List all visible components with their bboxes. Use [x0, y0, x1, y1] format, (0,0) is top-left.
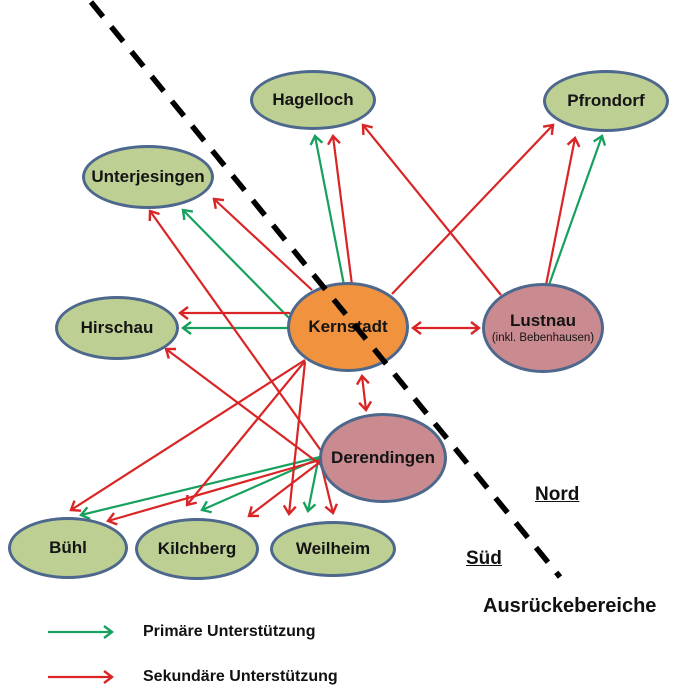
edge-kernstadt-unterjesingen-secondary — [212, 197, 313, 291]
node-hirschau: Hirschau — [55, 296, 179, 360]
node-kernstadt: Kernstadt — [287, 282, 409, 372]
edge-kernstadt-hagelloch-secondary — [327, 134, 354, 286]
node-derendingen: Derendingen — [319, 413, 447, 503]
node-weilheim-label: Weilheim — [295, 539, 371, 559]
node-weilheim: Weilheim — [270, 521, 396, 577]
zone-label-sued: Süd — [466, 548, 502, 569]
edge-kernstadt-hagelloch-primary — [309, 134, 346, 286]
legend-label-primary: Primäre Unterstützung — [143, 623, 316, 640]
edge-derendingen-buehl-primary — [79, 455, 321, 521]
edge-lustnau-pfrondorf-secondary — [544, 136, 581, 286]
node-kilchberg-label: Kilchberg — [157, 539, 237, 559]
zone-label-nord: Nord — [535, 484, 580, 505]
edge-derendingen-hirschau-secondary — [164, 347, 322, 466]
edge-kernstadt-kilchberg-secondary — [185, 360, 306, 507]
edge-kernstadt-buehl-secondary — [69, 359, 306, 512]
edge-kernstadt-derendingen-secondary — [355, 374, 373, 412]
node-lustnau-label: Lustnau — [509, 311, 577, 331]
legend-label-secondary: Sekundäre Unterstützung — [143, 668, 338, 685]
node-buehl: Bühl — [8, 517, 128, 579]
node-unterjesingen: Unterjesingen — [82, 145, 214, 209]
node-hagelloch-label: Hagelloch — [272, 90, 354, 110]
edge-kernstadt-weilheim-secondary — [282, 361, 307, 516]
node-derendingen-label: Derendingen — [331, 448, 435, 468]
node-hirschau-label: Hirschau — [80, 318, 154, 338]
node-hagelloch: Hagelloch — [250, 70, 376, 130]
node-lustnau: Lustnau (inkl. Bebenhausen) — [482, 283, 604, 373]
edge-lustnau-hagelloch-secondary — [361, 123, 502, 296]
diagram-caption: Ausrückebereiche — [483, 595, 657, 617]
node-kilchberg: Kilchberg — [135, 518, 259, 580]
node-kernstadt-label: Kernstadt — [308, 317, 388, 337]
node-buehl-label: Bühl — [49, 538, 87, 558]
node-unterjesingen-label: Unterjesingen — [91, 167, 205, 187]
node-pfrondorf: Pfrondorf — [543, 70, 669, 132]
edge-kernstadt-unterjesingen-primary — [181, 208, 291, 320]
edge-kernstadt-pfrondorf-secondary — [391, 123, 555, 295]
node-pfrondorf-label: Pfrondorf — [567, 91, 645, 111]
node-lustnau-sublabel: (inkl. Bebenhausen) — [491, 331, 595, 344]
edge-lustnau-pfrondorf-primary — [547, 134, 607, 286]
